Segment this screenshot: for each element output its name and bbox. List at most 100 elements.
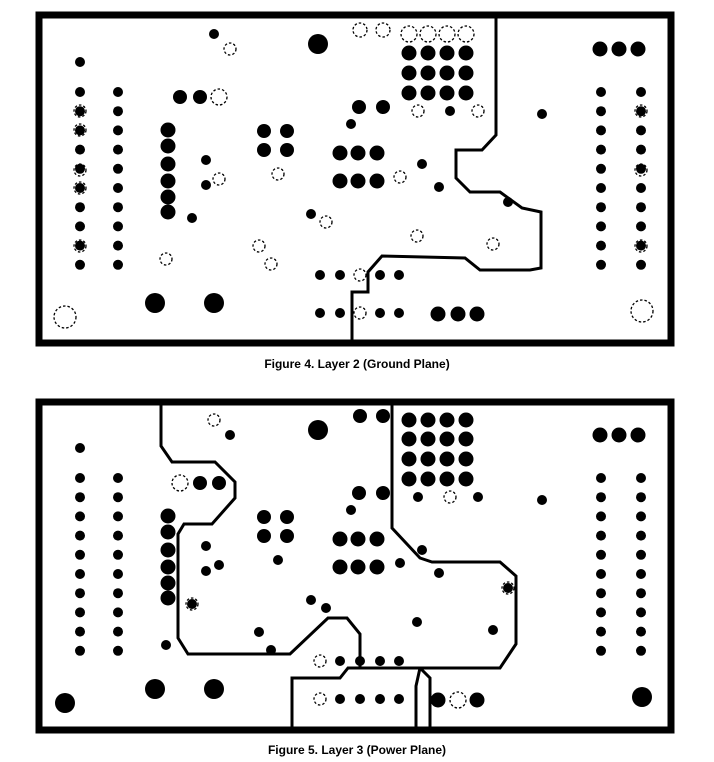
board-outline: [35, 11, 675, 347]
header-pin: [75, 607, 85, 618]
pad: [592, 41, 608, 57]
pad: [420, 65, 436, 81]
header-pin: [596, 569, 606, 579]
clearance-via: [185, 597, 199, 611]
header-pin: [596, 221, 606, 232]
pad: [469, 306, 485, 322]
pad: [350, 173, 366, 189]
header-pin: [636, 511, 646, 522]
header-pin: [113, 259, 123, 270]
header-pin: [596, 87, 606, 97]
pad: [161, 640, 171, 650]
header-pin: [113, 549, 123, 560]
pad: [458, 431, 474, 447]
header-pin: [596, 549, 606, 560]
pad: [257, 124, 271, 138]
header-pin: [113, 106, 123, 117]
figure-layer3: Figure 5. Layer 3 (Power Plane): [0, 386, 714, 762]
pad: [160, 508, 176, 524]
pad: [145, 679, 165, 699]
header-pin: [636, 259, 646, 270]
pad: [458, 451, 474, 467]
pad: [335, 270, 345, 280]
pad: [401, 65, 417, 81]
clearance-via: [207, 413, 221, 427]
pad: [439, 451, 455, 467]
pad: [160, 542, 176, 558]
pad: [537, 495, 547, 505]
header-pin: [596, 240, 606, 251]
header-pin: [113, 144, 123, 155]
pad: [417, 545, 427, 555]
clearance-via: [171, 474, 189, 492]
pad: [503, 197, 513, 207]
clearance-via: [319, 215, 333, 229]
clearance-via: [471, 104, 485, 118]
clearance-via: [73, 181, 87, 195]
pad: [187, 213, 197, 223]
pad: [321, 603, 331, 613]
header-pin: [75, 163, 85, 174]
pad: [430, 306, 446, 322]
clearance-via: [449, 691, 467, 709]
header-pin: [113, 163, 123, 174]
pad: [160, 575, 176, 591]
pad: [201, 566, 211, 576]
header-pin: [636, 645, 646, 656]
pad: [420, 45, 436, 61]
pad: [335, 656, 345, 666]
header-pin: [596, 492, 606, 503]
pad: [355, 694, 365, 704]
pad: [346, 119, 356, 129]
pad: [630, 41, 646, 57]
pad: [204, 679, 224, 699]
pad: [280, 124, 294, 138]
pad: [458, 412, 474, 428]
header-pin: [75, 87, 85, 97]
clearance-via: [438, 25, 456, 43]
header-pin: [75, 144, 85, 155]
header-pin: [636, 240, 646, 251]
pad: [346, 505, 356, 515]
header-pin: [636, 549, 646, 560]
clearance-via: [223, 42, 237, 56]
clearance-via: [252, 239, 266, 253]
header-pin: [636, 125, 646, 136]
pad: [306, 595, 316, 605]
pad: [420, 471, 436, 487]
header-pin: [636, 569, 646, 579]
pad: [201, 155, 211, 165]
clearance-via: [264, 257, 278, 271]
header-pin: [596, 626, 606, 637]
header-pin: [113, 511, 123, 522]
pad: [280, 529, 294, 543]
header-pin: [75, 569, 85, 579]
header-pin: [596, 607, 606, 618]
pad: [332, 145, 348, 161]
header-pin: [113, 473, 123, 483]
pad: [458, 65, 474, 81]
pad: [350, 145, 366, 161]
header-pin: [636, 588, 646, 599]
pads: [55, 409, 652, 713]
header-pin: [113, 645, 123, 656]
pad: [160, 156, 176, 172]
clearance-via: [73, 163, 87, 177]
pad: [332, 559, 348, 575]
header-pin: [636, 473, 646, 483]
plane-split-line: [350, 15, 543, 343]
pad: [75, 57, 85, 67]
pad: [537, 109, 547, 119]
pad: [315, 270, 325, 280]
pad: [187, 599, 197, 609]
pad: [257, 529, 271, 543]
clearance-via: [271, 167, 285, 181]
pad: [376, 409, 390, 423]
pcb-layer3-artwork: [35, 398, 675, 734]
pad: [434, 182, 444, 192]
pad: [445, 106, 455, 116]
header-pin: [75, 645, 85, 656]
header-pin: [113, 607, 123, 618]
pad: [439, 45, 455, 61]
clearance-vias: [171, 413, 515, 709]
